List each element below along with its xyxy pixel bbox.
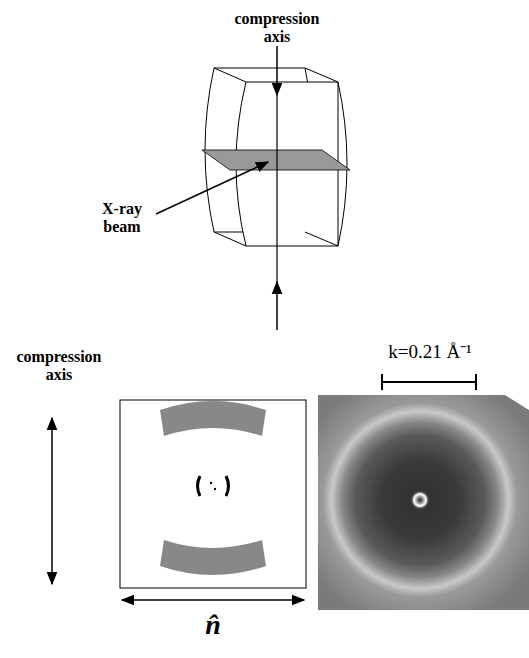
diffraction-photo bbox=[318, 395, 529, 610]
inner-arc bbox=[226, 476, 229, 496]
axis-label: compression axis bbox=[222, 10, 332, 45]
axis-arrow bbox=[276, 282, 278, 330]
inner-arc bbox=[198, 476, 201, 496]
beam-arrow bbox=[156, 162, 268, 214]
beam-plane bbox=[202, 150, 350, 170]
axis-arrow bbox=[276, 46, 278, 95]
double-arrow bbox=[122, 599, 304, 601]
scale-bar bbox=[382, 374, 476, 390]
scatter-arc bbox=[160, 401, 266, 436]
axis-line bbox=[276, 95, 277, 290]
scale-label: k=0.21 Å⁻¹ bbox=[360, 342, 500, 363]
double-arrow bbox=[51, 418, 53, 584]
scatter-arc bbox=[160, 540, 266, 575]
dot bbox=[214, 488, 216, 490]
dot bbox=[210, 482, 212, 484]
pattern-frame bbox=[120, 400, 306, 588]
director-symbol: n̂ bbox=[193, 610, 233, 641]
axis-label: compression axis bbox=[4, 348, 114, 383]
beam-label: X-ray beam bbox=[87, 200, 157, 235]
beamstop-ring bbox=[414, 494, 426, 506]
